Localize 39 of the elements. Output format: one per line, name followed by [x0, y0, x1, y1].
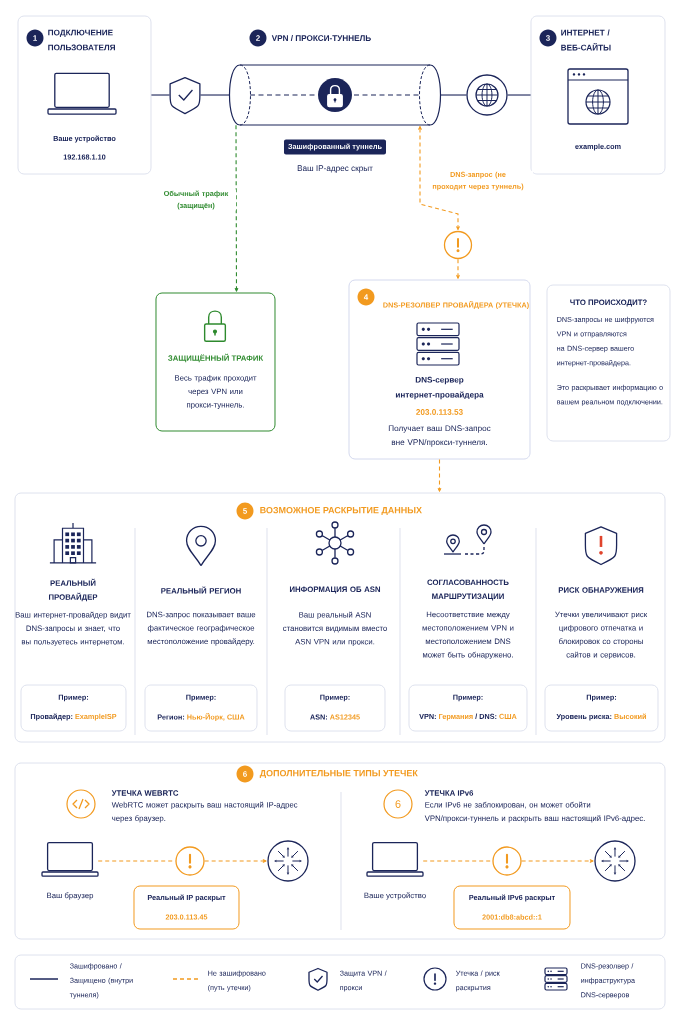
card-text: Получает ваш DNS-запрос вне VPN/прокси-туннеля.: [388, 425, 491, 447]
section-title: ВОЗМОЖНОЕ РАСКРЫТИЕ ДАННЫХ: [260, 507, 422, 516]
card-title: ПОДКЛЮЧЕНИЕ ПОЛЬЗОВАТЕЛЯ: [48, 29, 115, 51]
arrow: [418, 125, 460, 231]
arrow: [456, 258, 460, 279]
info-card: [530, 15, 666, 175]
connector-line: [439, 94, 467, 96]
ip-address: 203.0.113.53: [416, 409, 463, 415]
info-card: [155, 292, 276, 432]
server-name: DNS-сервер интернет-провайдера: [395, 376, 484, 400]
note-card: [546, 284, 671, 442]
example-box: [408, 684, 528, 732]
alert-icon: [443, 230, 473, 260]
arrow: [234, 124, 239, 292]
globe-icon: [466, 74, 508, 116]
arrow: [521, 859, 594, 863]
info-card: [348, 279, 531, 460]
example-box: [144, 684, 258, 732]
arrow: [204, 859, 267, 863]
shield-icon: [169, 76, 201, 115]
section-title: VPN / ПРОКСИ-ТУННЕЛЬ: [271, 34, 371, 42]
section-title: ДОПОЛНИТЕЛЬНЫЕ ТИПЫ УТЕЧЕК: [259, 770, 418, 778]
router-icon: [267, 840, 309, 882]
alert-icon: [175, 846, 205, 876]
arrow: [437, 458, 442, 492]
example-box: [20, 684, 127, 732]
example-box: [284, 684, 386, 732]
connector-line: [150, 94, 171, 96]
card-title: ИНТЕРНЕТ / ВЕБ-САЙТЫ: [561, 29, 611, 51]
connector-line: [507, 94, 532, 96]
info-card: [17, 15, 152, 175]
alert-icon: [492, 846, 522, 876]
result-box: [133, 885, 240, 930]
connector-line: [199, 94, 231, 96]
connector-line: [422, 860, 493, 862]
result-box: [453, 885, 571, 930]
example-box: [544, 684, 659, 732]
router-icon: [594, 840, 636, 882]
tunnel-note: Ваш IP-адрес скрыт: [297, 165, 373, 173]
